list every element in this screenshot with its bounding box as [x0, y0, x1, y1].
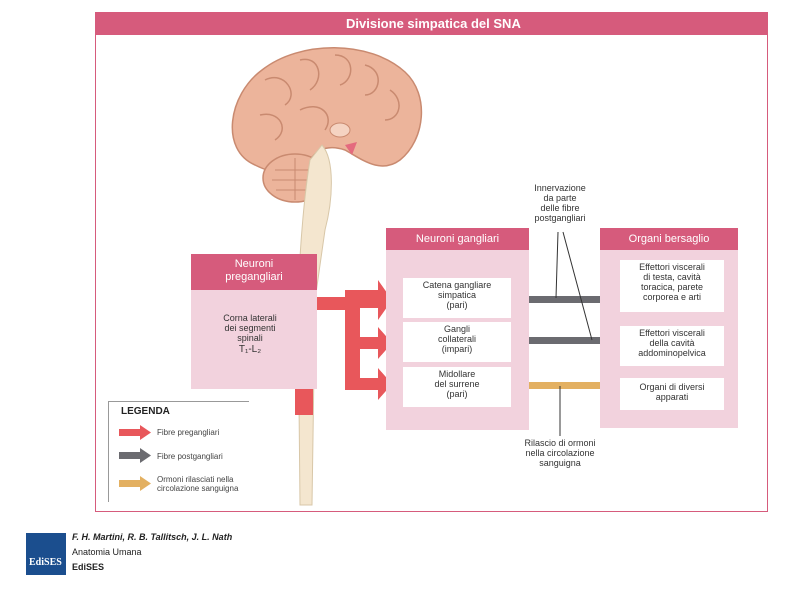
ganglion-line: simpatica — [437, 290, 476, 300]
target-line: Organi di diversi — [639, 382, 705, 392]
diagram-title: Divisione simpatica del SNA — [96, 13, 767, 35]
target-line: Effettori viscerali — [639, 262, 705, 272]
preganglionic-heading-text: Neuroni pregangliari — [225, 258, 283, 283]
targets-heading: Organi bersaglio — [600, 228, 738, 250]
ganglion-line: Midollare — [438, 369, 476, 379]
preganglionic-line: Corna laterali — [223, 313, 277, 323]
preganglionic-line: T₁-L₂ — [238, 344, 262, 355]
publisher-logo: EdiSES — [26, 533, 66, 575]
target-box-systems: Organi di diversi apparati — [620, 378, 724, 410]
annotation-line: sanguigna — [539, 458, 581, 468]
legend-swatch-postganglionic — [119, 448, 151, 463]
preganglionic-box: Corna laterali dei segmenti spinali T₁-L… — [198, 305, 302, 373]
credit-book: Anatomia Umana — [72, 547, 142, 557]
legend-swatches — [119, 425, 151, 491]
credit-publisher: EdiSES — [72, 562, 105, 572]
ganglion-box-adrenal: Midollare del surrene (pari) — [403, 367, 511, 407]
preganglionic-heading: Neuroni pregangliari — [191, 254, 317, 290]
ganglion-box-chain: Catena gangliare simpatica (pari) — [403, 278, 511, 318]
ganglion-line: del surrene — [434, 379, 480, 389]
annotation-innervation: Innervazione da parte delle fibre postga… — [520, 183, 600, 223]
target-line: della cavità — [649, 338, 695, 348]
legend: LEGENDA Fibre pregangliari Fibre postgan… — [108, 401, 249, 502]
annotation-line: Rilascio di ormoni — [524, 438, 596, 448]
ganglion-line: (impari) — [441, 344, 473, 354]
annotation-hormones: Rilascio di ormoni nella circolazione sa… — [510, 438, 610, 468]
ganglion-line: (pari) — [446, 300, 468, 310]
ganglion-line: Catena gangliare — [422, 280, 492, 290]
legend-label-preganglionic: Fibre pregangliari — [157, 428, 220, 437]
ganglionic-heading: Neuroni gangliari — [386, 228, 529, 250]
legend-label-postganglionic: Fibre postgangliari — [157, 452, 223, 461]
ganglion-line: collaterali — [437, 334, 477, 344]
target-line: Effettori viscerali — [639, 328, 705, 338]
target-box-head-thorax: Effettori viscerali di testa, cavità tor… — [620, 260, 724, 312]
credit-authors: F. H. Martini, R. B. Tallitsch, J. L. Na… — [72, 532, 233, 542]
target-line: apparati — [655, 392, 689, 402]
annotation-line: delle fibre — [540, 203, 580, 213]
target-line: addominopelvica — [638, 348, 706, 358]
publisher-logo-text: EdiSES — [29, 557, 62, 568]
target-line: corporea e arti — [642, 292, 702, 302]
annotation-line: postgangliari — [534, 213, 586, 223]
legend-swatch-hormone — [119, 476, 151, 491]
preganglionic-line: dei segmenti — [224, 323, 276, 333]
annotation-line: da parte — [543, 193, 577, 203]
ganglion-line: (pari) — [446, 389, 468, 399]
target-box-abdominopelvic: Effettori viscerali della cavità addomin… — [620, 326, 724, 366]
legend-label-line: Ormoni rilasciati nella — [157, 475, 234, 484]
ganglion-line: Gangli — [443, 324, 470, 334]
annotation-line: nella circolazione — [525, 448, 595, 458]
target-line: toracica, parete — [640, 282, 704, 292]
legend-label-line: circolazione sanguigna — [157, 484, 239, 493]
target-line: di testa, cavità — [643, 272, 701, 282]
annotation-line: Innervazione — [534, 183, 586, 193]
legend-title: LEGENDA — [121, 406, 170, 417]
annotation-leader-top — [555, 231, 593, 341]
legend-label-hormone: Ormoni rilasciati nella circolazione san… — [157, 475, 238, 493]
legend-swatch-preganglionic — [119, 425, 151, 440]
preganglionic-line: spinali — [237, 333, 263, 343]
ganglion-box-collateral: Gangli collaterali (impari) — [403, 322, 511, 362]
preganglionic-fiber-arrows — [313, 280, 392, 400]
